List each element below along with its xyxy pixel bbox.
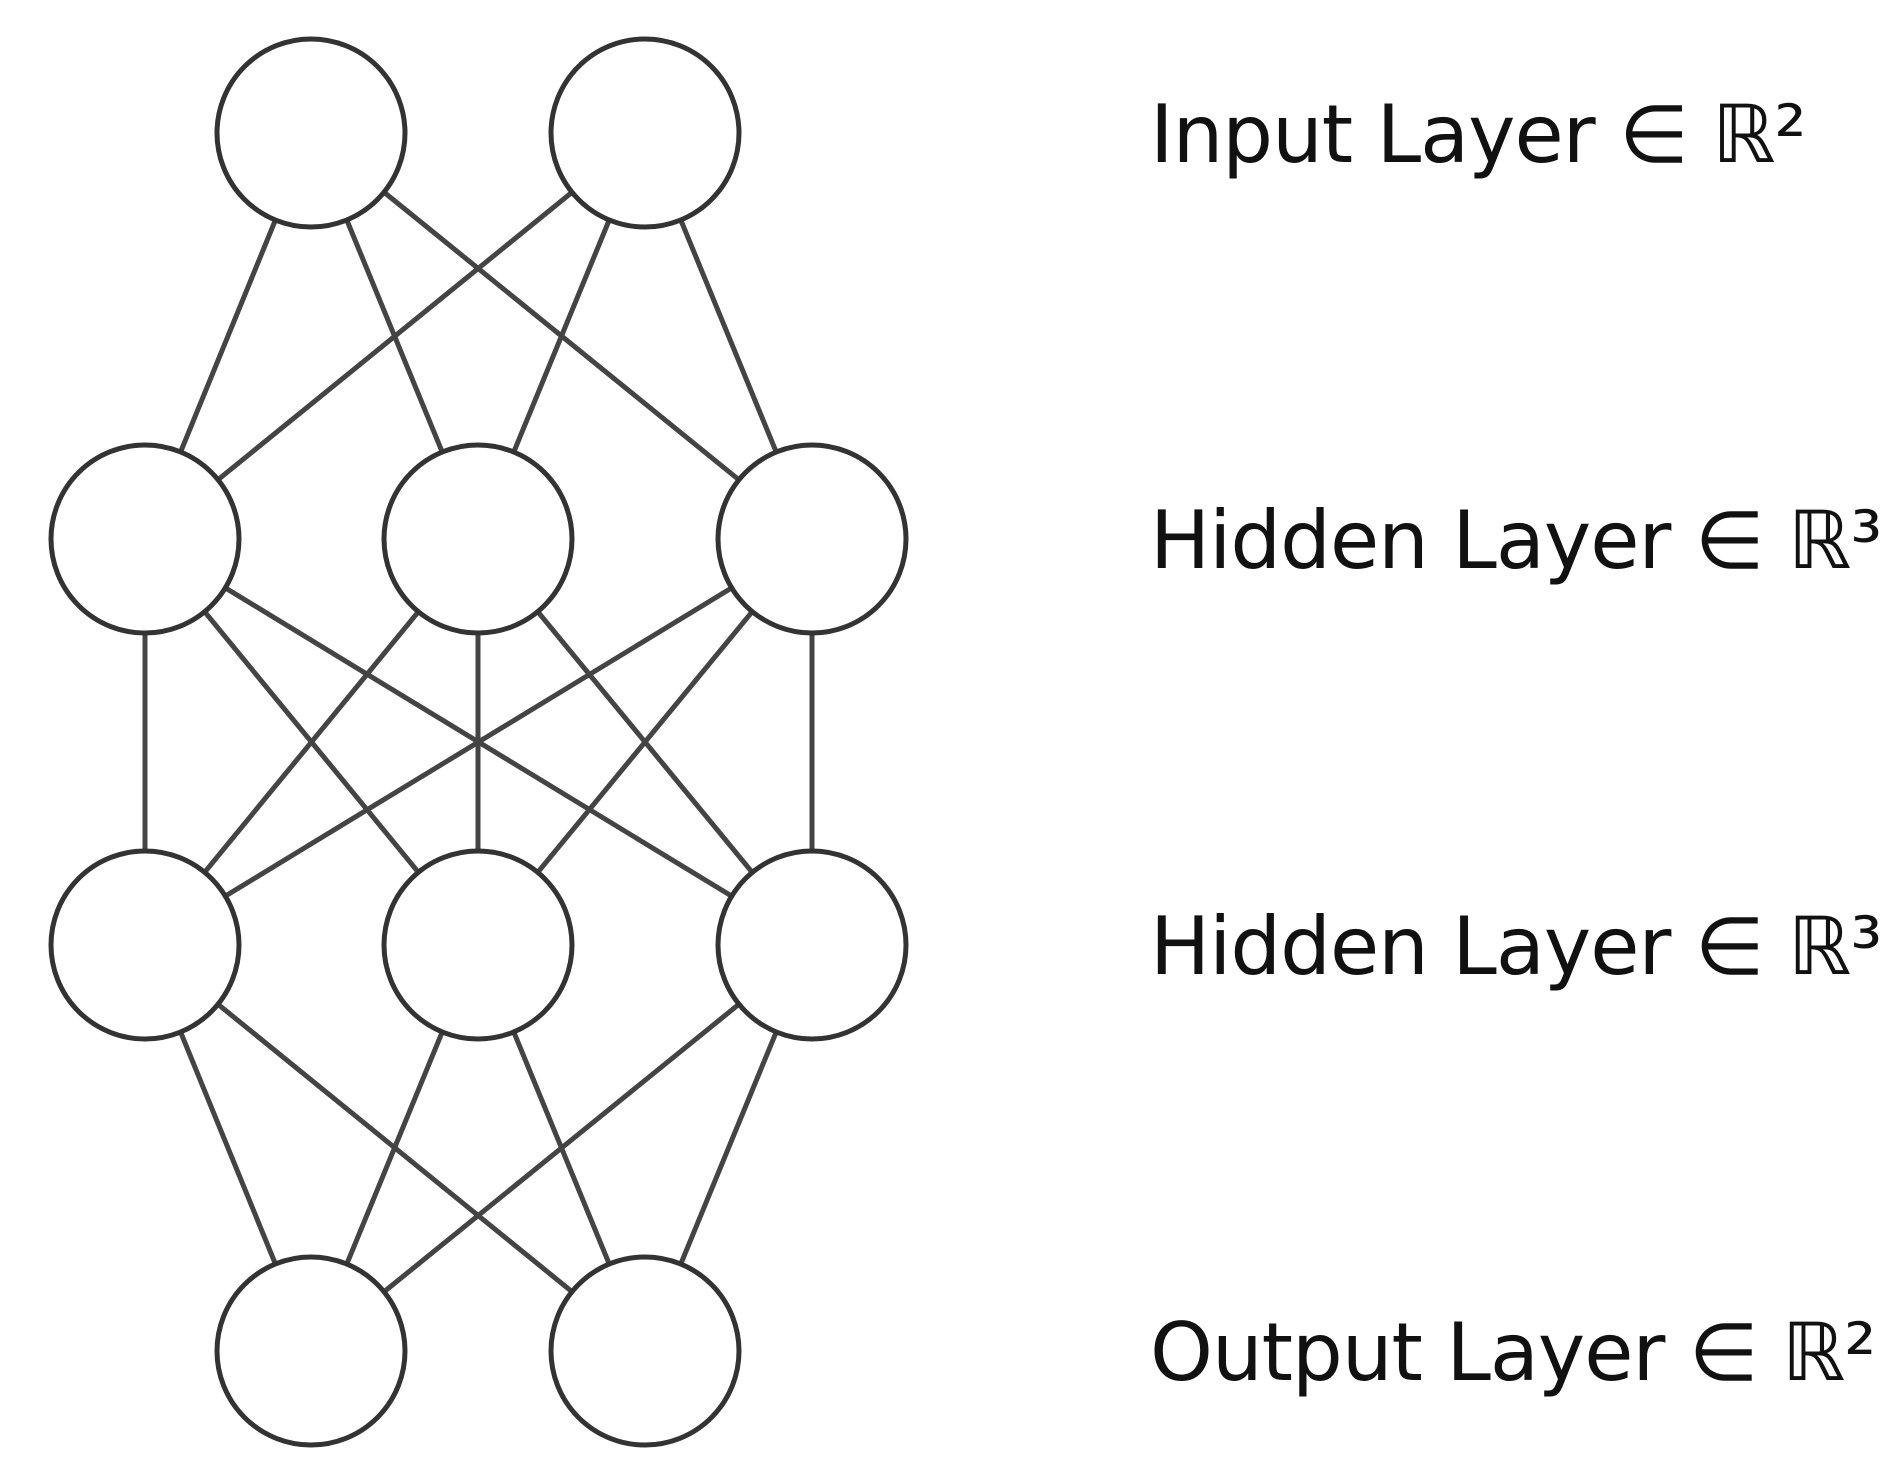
edge-l2n2-l3n0 — [309, 943, 814, 1353]
edge-l1n2-l2n0 — [143, 536, 814, 948]
neuron-hidden-1-3 — [715, 442, 909, 636]
neuron-input-1 — [214, 36, 408, 230]
layer-label-hidden-1: Hidden Layer ∈ ℝ³ — [1150, 494, 1881, 587]
neuron-hidden-2-2 — [381, 848, 575, 1042]
neuron-hidden-1-2 — [381, 442, 575, 636]
edge-l0n1-l1n0 — [143, 131, 647, 541]
neuron-hidden-2-1 — [48, 848, 242, 1042]
connection-edges — [142, 131, 815, 1353]
layer-label-input: Input Layer ∈ ℝ² — [1150, 88, 1806, 181]
neuron-hidden-2-3 — [715, 848, 909, 1042]
neuron-nodes — [48, 36, 909, 1448]
neuron-output-1 — [214, 1254, 408, 1448]
neuron-output-2 — [548, 1254, 742, 1448]
neuron-hidden-1-1 — [48, 442, 242, 636]
layer-label-output: Output Layer ∈ ℝ² — [1150, 1306, 1875, 1399]
layer-labels: Input Layer ∈ ℝ² Hidden Layer ∈ ℝ³ Hidde… — [1150, 88, 1882, 1399]
neuron-input-2 — [548, 36, 742, 230]
layer-label-hidden-2: Hidden Layer ∈ ℝ³ — [1150, 900, 1881, 993]
